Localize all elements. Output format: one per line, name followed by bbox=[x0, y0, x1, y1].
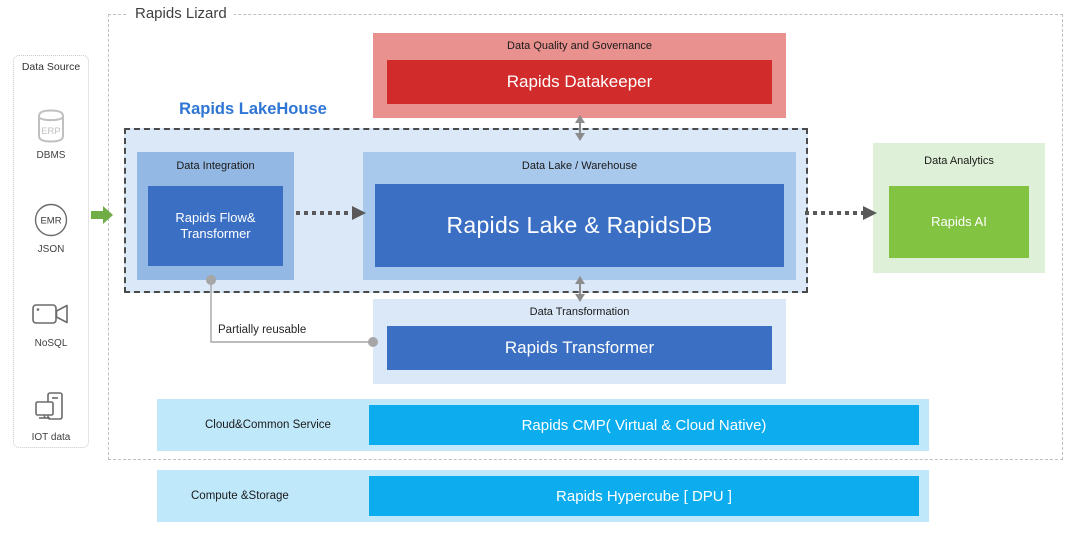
emr-circle-icon: EMR bbox=[13, 198, 89, 242]
source-to-lakehouse-arrow-icon bbox=[90, 204, 114, 226]
iot-devices-icon bbox=[13, 386, 89, 430]
lake-to-analytics-arrow-icon bbox=[803, 202, 879, 224]
data-lake-warehouse-card: Data Lake / Warehouse Rapids Lake & Rapi… bbox=[363, 152, 796, 280]
partially-reusable-label: Partially reusable bbox=[215, 324, 310, 336]
data-source-item-dbms: ERP DBMS bbox=[13, 104, 89, 162]
partially-reusable-connector bbox=[203, 274, 381, 354]
rapids-lake-rapidsdb-box: Rapids Lake & RapidsDB bbox=[375, 184, 784, 267]
cloud-common-service-label: Cloud&Common Service bbox=[205, 419, 331, 431]
rapids-hypercube-box: Rapids Hypercube [ DPU ] bbox=[369, 476, 919, 516]
data-source-label-dbms: DBMS bbox=[36, 150, 66, 161]
data-source-item-iot: IOT data bbox=[13, 386, 89, 444]
data-quality-governance-title: Data Quality and Governance bbox=[507, 40, 652, 52]
integration-to-lake-arrow-icon bbox=[294, 202, 368, 224]
data-transformation-title: Data Transformation bbox=[529, 306, 630, 318]
rapids-lakehouse-title: Rapids LakeHouse bbox=[179, 100, 327, 118]
data-source-label-iot: IOT data bbox=[31, 432, 71, 443]
svg-text:EMR: EMR bbox=[40, 216, 61, 227]
data-integration-title: Data Integration bbox=[176, 160, 255, 172]
data-source-label-json: JSON bbox=[37, 244, 65, 255]
data-analytics-card: Data Analytics Rapids AI bbox=[873, 143, 1045, 273]
data-quality-governance-card: Data Quality and Governance Rapids Datak… bbox=[373, 33, 786, 118]
erp-database-icon: ERP bbox=[13, 104, 89, 148]
rapids-ai-box: Rapids AI bbox=[889, 186, 1029, 258]
data-transformation-card: Data Transformation Rapids Transformer bbox=[373, 299, 786, 384]
lakehouse-to-transformation-double-arrow-icon bbox=[570, 276, 590, 302]
rapids-lizard-label: Rapids Lizard bbox=[128, 5, 234, 23]
rapids-flow-label-line1: Rapids Flow& bbox=[175, 209, 256, 225]
rapids-flow-label-line2: Transformer bbox=[180, 226, 251, 241]
rapids-transformer-box: Rapids Transformer bbox=[387, 326, 772, 370]
data-source-title: Data Source bbox=[21, 61, 81, 73]
cloud-common-service-bar: Cloud&Common Service Rapids CMP( Virtual… bbox=[157, 399, 929, 451]
compute-storage-bar: Compute &Storage Rapids Hypercube [ DPU … bbox=[157, 470, 929, 522]
svg-text:ERP: ERP bbox=[41, 126, 61, 137]
video-camera-icon bbox=[13, 292, 89, 336]
rapids-datakeeper-box: Rapids Datakeeper bbox=[387, 60, 772, 104]
compute-storage-label: Compute &Storage bbox=[191, 490, 289, 502]
rapids-flow-transformer-box: Rapids Flow& Transformer bbox=[148, 186, 283, 266]
data-source-item-json: EMR JSON bbox=[13, 198, 89, 256]
quality-to-lakehouse-double-arrow-icon bbox=[570, 115, 590, 141]
data-lake-warehouse-title: Data Lake / Warehouse bbox=[521, 160, 638, 172]
rapids-cmp-box: Rapids CMP( Virtual & Cloud Native) bbox=[369, 405, 919, 445]
data-source-label-nosql: NoSQL bbox=[34, 338, 68, 349]
data-analytics-title: Data Analytics bbox=[924, 155, 994, 167]
data-source-item-nosql: NoSQL bbox=[13, 292, 89, 350]
data-integration-card: Data Integration Rapids Flow& Transforme… bbox=[137, 152, 294, 280]
rapids-lizard-container bbox=[108, 14, 1063, 460]
